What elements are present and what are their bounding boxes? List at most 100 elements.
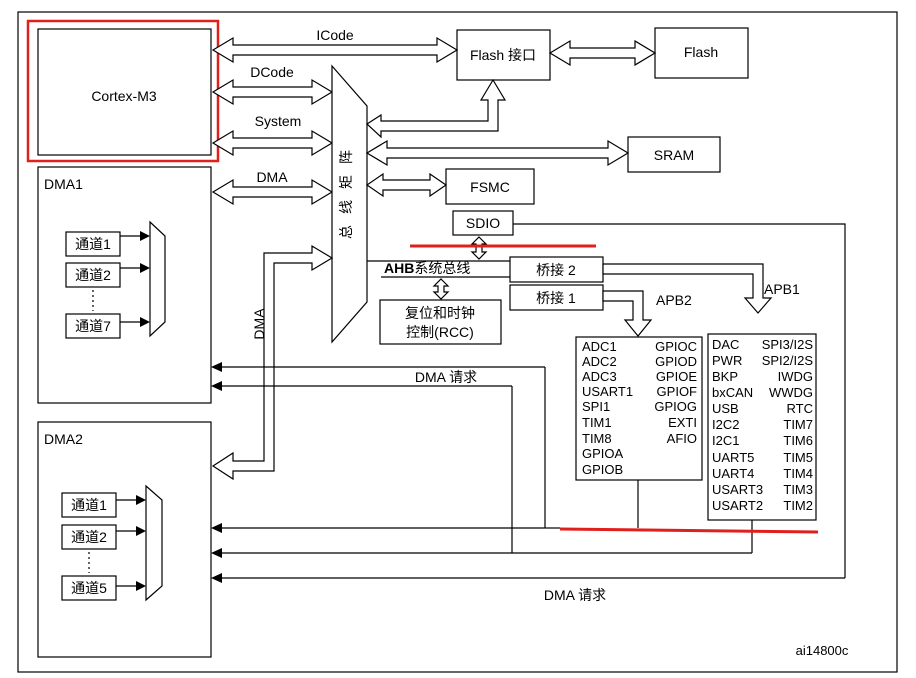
system-label: System	[255, 113, 302, 129]
apb2-periph: GPIOF	[657, 384, 698, 399]
apb1-periph: SPI2/I2S	[762, 353, 814, 368]
bus-matrix-char-1: 总	[338, 225, 354, 239]
dma1-channel-7	[65, 313, 121, 339]
sdio-block	[452, 210, 514, 236]
rcc-label-line1: 复位和时钟	[405, 305, 475, 321]
dma1-mux	[149, 220, 166, 338]
dma2-title: DMA2	[44, 431, 83, 447]
ahb-bus-label-rest: 系统总线	[414, 260, 470, 276]
dma2-block	[37, 421, 212, 658]
dma1-title: DMA1	[44, 176, 83, 192]
apb1-label: APB1	[764, 281, 800, 297]
apb2-periph: USART1	[582, 384, 633, 399]
dma2-channel-1	[61, 492, 117, 518]
dma-bus-label: DMA	[256, 169, 288, 185]
rcc-label-line2: 控制(RCC)	[406, 324, 474, 340]
dma-vertical-label: DMA	[251, 308, 267, 340]
apb2-periph: AFIO	[667, 431, 697, 446]
sram-label: SRAM	[654, 147, 694, 163]
apb-highlight	[559, 527, 819, 534]
apb1-periph: TIM3	[783, 482, 813, 497]
apb2-periph: SPI1	[582, 399, 610, 414]
matrix-sram-arrow	[365, 139, 630, 167]
apb2-periph: ADC2	[582, 354, 617, 369]
apb1-peripheral-list: DAC PWR BKP bxCAN USB I2C2 I2C1 UART5 UA…	[712, 337, 813, 513]
apb2-periph: EXTI	[668, 415, 697, 430]
apb1-periph: IWDG	[778, 369, 813, 384]
ahb-bus-label-bold: AHB	[384, 260, 414, 276]
flash-interface-label: Flash 接口	[470, 47, 536, 63]
rcc-block	[379, 299, 502, 345]
dma1-channel-1-label: 通道1	[75, 236, 111, 252]
bus-matrix-char-2: 线	[338, 200, 354, 214]
icode-arrow	[211, 36, 459, 64]
dcode-label: DCode	[250, 64, 294, 80]
flash-link-arrow	[548, 39, 657, 67]
apb2-periph: TIM8	[582, 431, 612, 446]
apb1-periph: PWR	[712, 353, 742, 368]
dma1-block	[37, 166, 212, 404]
matrix-flash-arrow	[366, 78, 507, 139]
dma-request-bottom-label: DMA 请求	[544, 587, 606, 603]
apb1-periph: USB	[712, 401, 739, 416]
dma1-channel-1	[65, 231, 121, 257]
apb1-periph: TIM5	[783, 450, 813, 465]
dma2-channel-5	[61, 575, 117, 601]
bridge2-block	[509, 256, 604, 283]
apb1-periph: RTC	[787, 401, 813, 416]
sdio-label: SDIO	[466, 215, 500, 231]
dma1-channel-2	[65, 262, 121, 288]
apb1-periph: I2C1	[712, 433, 739, 448]
bus-matrix-char-4: 阵	[338, 150, 354, 164]
apb2-peripheral-list: ADC1 ADC2 ADC3 USART1 SPI1 TIM1 TIM8 GPI…	[582, 339, 697, 477]
apb1-periph: WWDG	[769, 385, 813, 400]
outer-frame	[17, 11, 898, 673]
bridge1-block	[509, 284, 604, 311]
apb1-periph: UART4	[712, 466, 754, 481]
matrix-fsmc-arrow	[365, 172, 448, 198]
apb2-peripheral-box	[575, 336, 703, 481]
bus-matrix-char-3: 矩	[338, 175, 354, 189]
dma-request-top-label: DMA 请求	[415, 369, 477, 385]
dma2-channel-2	[61, 524, 117, 550]
sdio-dma-request-line	[513, 223, 846, 578]
dma1-channel-7-label: 通道7	[75, 318, 111, 334]
apb1-arrow	[602, 263, 773, 314]
system-arrow	[211, 129, 334, 157]
figure-id: ai14800c	[796, 643, 849, 658]
apb2-label: APB2	[656, 292, 692, 308]
sdio-ahb-arrow	[470, 236, 488, 260]
apb1-periph: TIM2	[783, 498, 813, 513]
apb1-periph: USART2	[712, 498, 763, 513]
flash-block	[654, 27, 749, 79]
ahb-bus-label: AHB系统总线	[384, 260, 470, 276]
bridge1-label: 桥接 1	[536, 290, 576, 306]
apb2-periph: GPIOD	[655, 354, 697, 369]
bridge2-label: 桥接 2	[536, 262, 576, 278]
apb2-periph: TIM1	[582, 415, 612, 430]
dma2-channel-5-label: 通道5	[71, 580, 107, 596]
apb1-periph: DAC	[712, 337, 739, 352]
bus-matrix	[331, 64, 368, 344]
apb1-periph: TIM4	[783, 466, 813, 481]
dma2-channel-2-label: 通道2	[71, 529, 107, 545]
apb1-periph: TIM6	[783, 433, 813, 448]
sram-block	[627, 136, 721, 173]
apb2-periph: GPIOB	[582, 462, 623, 477]
apb2-periph: GPIOA	[582, 446, 624, 461]
apb2-periph: GPIOE	[656, 369, 698, 384]
apb1-periph: I2C2	[712, 417, 739, 432]
apb1-periph: SPI3/I2S	[762, 337, 814, 352]
apb1-periph: bxCAN	[712, 385, 753, 400]
cortex-m3-label: Cortex-M3	[91, 88, 157, 104]
flash-interface-block	[456, 29, 551, 81]
fsmc-label: FSMC	[470, 179, 510, 195]
dma2-channel-1-label: 通道1	[71, 497, 107, 513]
cortex-m3-block	[37, 28, 212, 156]
apb1-periph: UART5	[712, 450, 754, 465]
apb1-periph: USART3	[712, 482, 763, 497]
flash-label: Flash	[684, 44, 718, 60]
apb1-peripheral-box	[707, 333, 817, 521]
apb1-periph: TIM7	[783, 417, 813, 432]
